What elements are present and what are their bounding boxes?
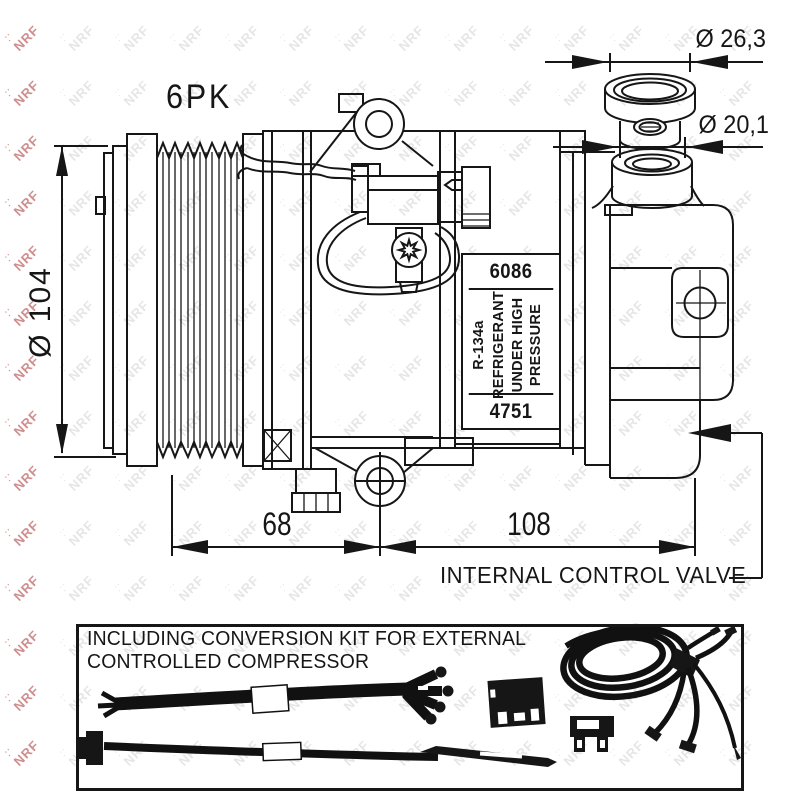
- belt-type-label: 6PK: [166, 78, 232, 116]
- pulley: [95, 133, 264, 467]
- valve-callout-arrow: [688, 424, 763, 579]
- sticker-code-bottom: 4751: [468, 393, 554, 428]
- top-mounting-lug: [309, 93, 434, 173]
- kit-title-line2: CONTROLLED COMPRESSOR: [87, 651, 370, 673]
- port-outer-diameter-label: Ø 26,3: [695, 25, 766, 53]
- sticker-rotated-text: R-134a REFRIGERANT UNDER HIGH PRESSURE: [463, 290, 559, 399]
- bottom-mounting-lug: [311, 436, 434, 510]
- mounting-screw: [391, 227, 427, 293]
- refrigerant-sticker: 6086 R-134a REFRIGERANT UNDER HIGH PRESS…: [461, 253, 561, 430]
- clutch-wiring-connector: [237, 144, 491, 296]
- fuse-icon: [570, 716, 614, 752]
- dimension-port-20: [553, 137, 763, 158]
- rear-head: [584, 151, 734, 479]
- port-inner-diameter-label: Ø 20,1: [698, 111, 769, 139]
- sticker-line-refrigerant: REFRIGERANT: [491, 290, 507, 400]
- dimension-lengths: [171, 475, 696, 556]
- conversion-kit-box: INCLUDING CONVERSION KIT FOR EXTERNAL CO…: [76, 624, 744, 791]
- front-length-label: 68: [262, 506, 292, 542]
- sticker-code-top: 6086: [468, 255, 554, 290]
- pulley-diameter-label: Ø 104: [24, 266, 57, 358]
- rear-length-label: 108: [507, 506, 551, 542]
- internal-control-valve-label: INTERNAL CONTROL VALVE: [440, 562, 747, 588]
- sticker-line-pressure: PRESSURE: [528, 303, 544, 387]
- sticker-line-refrigerant-type: R-134a: [471, 320, 487, 370]
- conversion-kit-parts: [78, 623, 741, 767]
- dimension-pulley-104: [54, 145, 116, 458]
- kit-title-line1: INCLUDING CONVERSION KIT FOR EXTERNAL: [87, 628, 527, 650]
- suction-port-fitting: [591, 73, 705, 209]
- sticker-line-under-high: UNDER HIGH: [510, 297, 526, 393]
- dimension-port-26: [545, 53, 763, 72]
